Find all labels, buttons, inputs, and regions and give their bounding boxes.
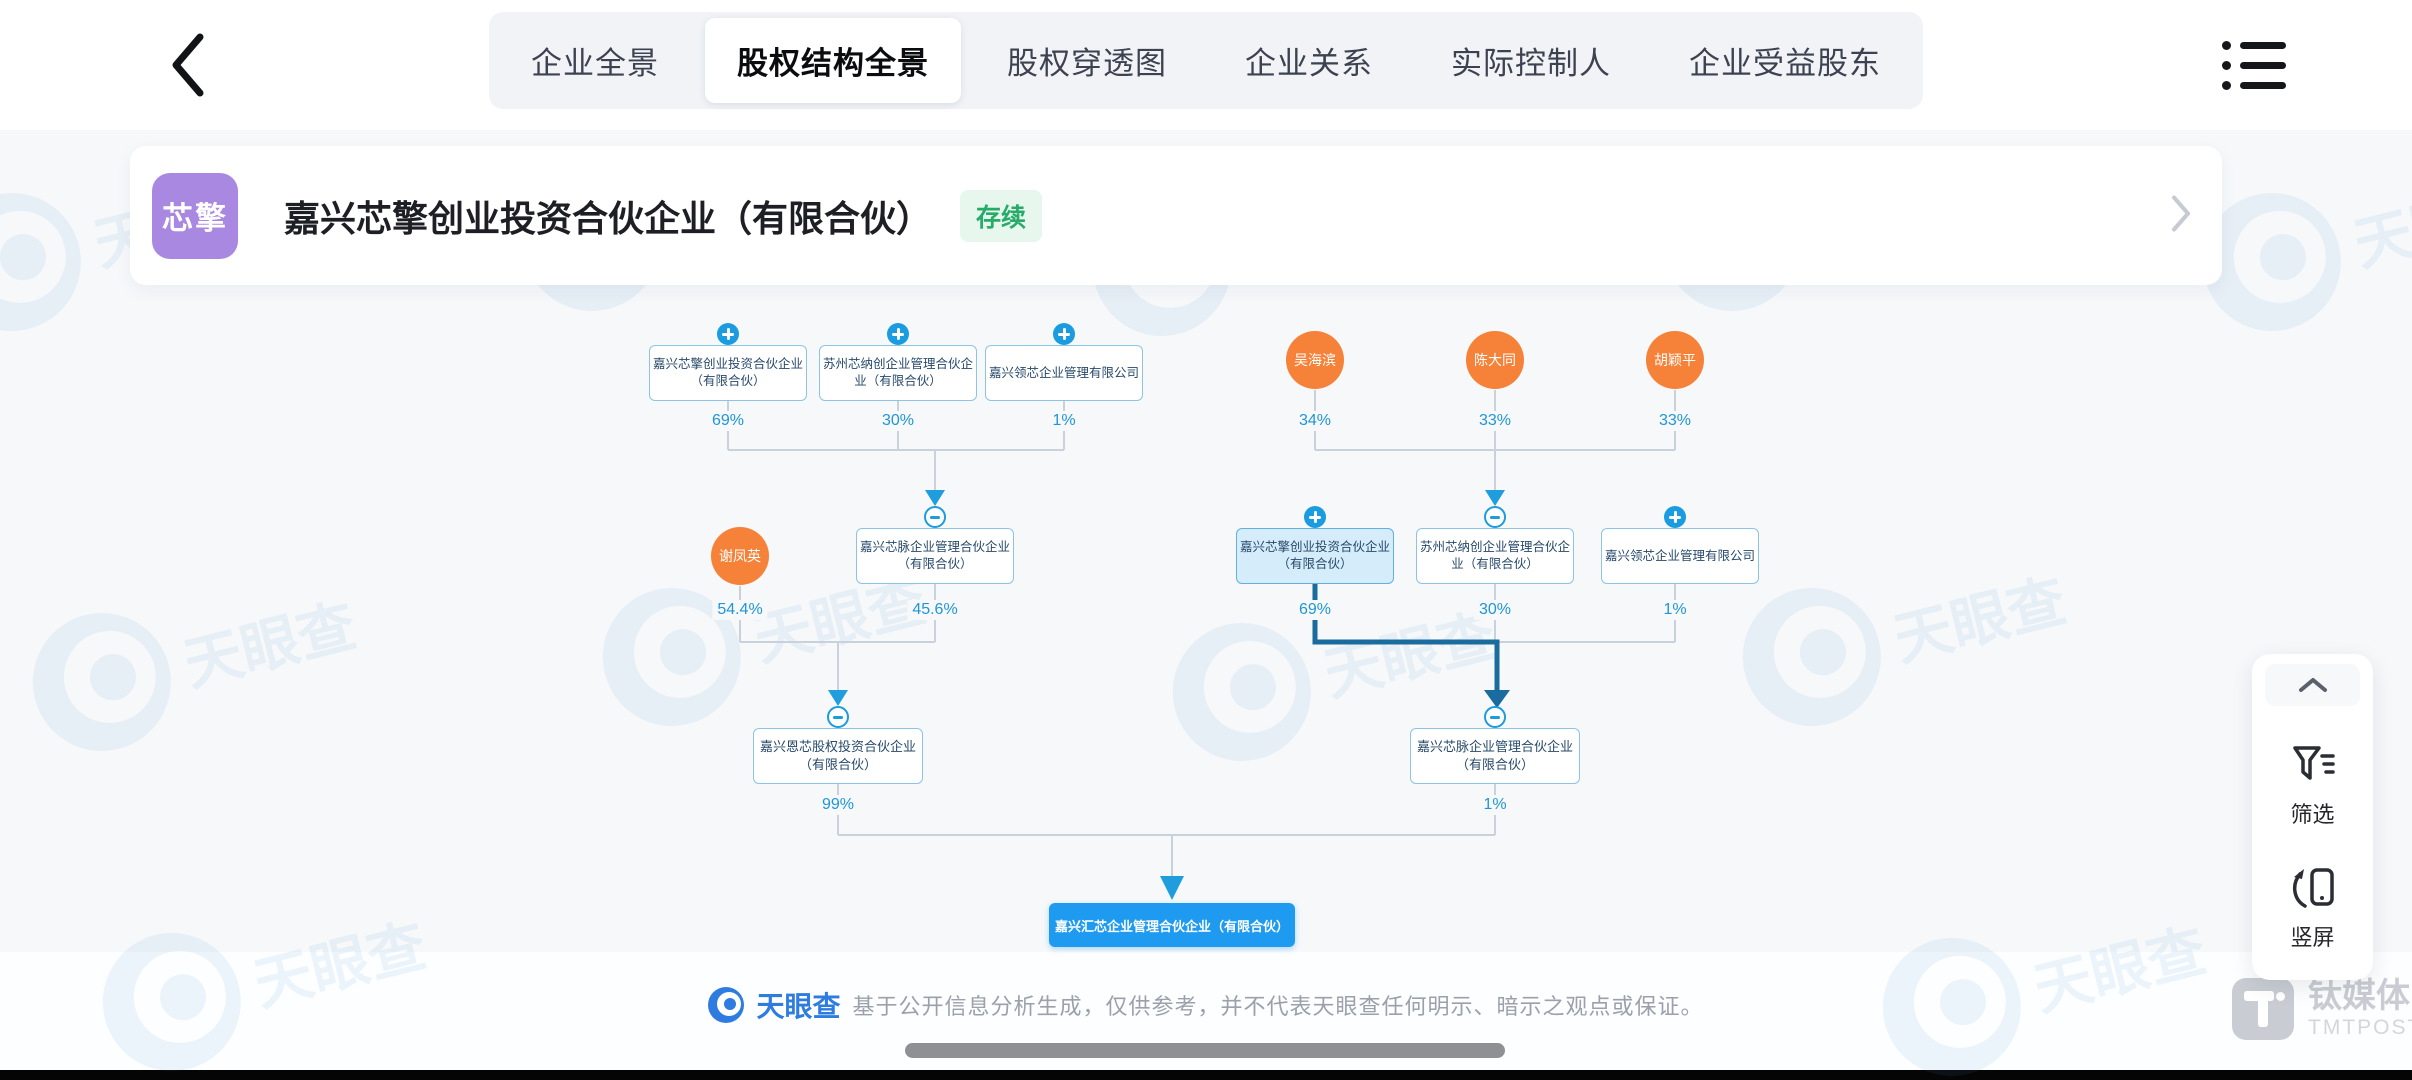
tab-enterprise-overview[interactable]: 企业全景 (531, 46, 659, 81)
expand-icon[interactable] (1304, 506, 1326, 528)
tab-enterprise-relations[interactable]: 企业关系 (1245, 46, 1373, 81)
portrait-label: 竖屏 (2290, 925, 2335, 950)
list-menu-button[interactable] (2222, 36, 2290, 94)
company-name: 嘉兴芯擎创业投资合伙企业（有限合伙） (284, 197, 933, 239)
ownership-percent: 69% (1293, 600, 1337, 620)
tab-bar: 企业全景 股权结构全景 股权穿透图 企业关系 实际控制人 企业受益股东 (489, 12, 1923, 109)
ownership-percent: 45.6% (907, 600, 963, 620)
arrow-down-icon (1160, 876, 1184, 900)
diagram-tools-panel: 筛选 竖屏 (2252, 654, 2373, 980)
person-node[interactable]: 谢凤英 (711, 527, 769, 585)
expand-icon[interactable] (1664, 506, 1686, 528)
rotate-phone-icon (2292, 868, 2334, 908)
filter-label: 筛选 (2290, 802, 2335, 827)
disclaimer-footer: 天眼查 基于公开信息分析生成，仅供参考，并不代表天眼查任何明示、暗示之观点或保证… (0, 985, 2412, 1025)
list-menu-icon (2222, 40, 2290, 50)
company-node-highlighted[interactable]: 嘉兴芯擎创业投资合伙企业（有限合伙） (1236, 528, 1394, 584)
chevron-up-icon (2298, 678, 2327, 692)
arrow-down-icon (925, 490, 945, 506)
list-menu-icon (2222, 60, 2290, 70)
person-node[interactable]: 胡颖平 (1646, 331, 1704, 389)
ownership-percent: 33% (1653, 411, 1697, 431)
person-node[interactable]: 吴海滨 (1286, 331, 1344, 389)
back-chevron-icon (172, 33, 204, 97)
company-node[interactable]: 嘉兴芯脉企业管理合伙企业（有限合伙） (1410, 728, 1580, 784)
company-avatar: 芯擎 (152, 172, 238, 259)
tab-equity-structure[interactable]: 股权结构全景 (705, 18, 961, 103)
footer-disclaimer: 基于公开信息分析生成，仅供参考，并不代表天眼查任何明示、暗示之观点或保证。 (852, 994, 1704, 1019)
ownership-percent: 1% (1658, 600, 1692, 620)
collapse-icon[interactable] (1484, 706, 1506, 728)
tmtpost-watermark: 钛媒体 TMTPOST (2232, 977, 2412, 1040)
company-header-card[interactable]: 芯擎 嘉兴芯擎创业投资合伙企业（有限合伙） 存续 (130, 146, 2222, 285)
ownership-percent: 54.4% (712, 600, 768, 620)
list-menu-icon (2222, 80, 2290, 90)
collapse-icon[interactable] (827, 706, 849, 728)
ownership-percent: 1% (1478, 795, 1512, 815)
ownership-percent: 30% (876, 411, 920, 431)
ownership-percent: 99% (816, 795, 860, 815)
tmtpost-name: 钛媒体 (2308, 977, 2410, 1016)
filter-button[interactable]: 筛选 (2252, 740, 2373, 829)
collapse-panel-button[interactable] (2265, 664, 2360, 706)
tab-actual-controller[interactable]: 实际控制人 (1451, 46, 1611, 81)
arrow-down-icon (1485, 490, 1505, 506)
screen-bottom-edge (0, 1070, 2412, 1080)
top-navigation-bar: 企业全景 股权结构全景 股权穿透图 企业关系 实际控制人 企业受益股东 (0, 0, 2412, 130)
ownership-percent: 33% (1473, 411, 1517, 431)
arrow-down-bold-icon (1484, 690, 1510, 708)
ownership-percent: 1% (1047, 411, 1081, 431)
company-node[interactable]: 嘉兴芯脉企业管理合伙企业（有限合伙） (856, 528, 1014, 584)
expand-icon[interactable] (717, 323, 739, 345)
ownership-percent: 69% (706, 411, 750, 431)
company-node[interactable]: 嘉兴领芯企业管理有限公司 (985, 345, 1143, 401)
company-node[interactable]: 嘉兴领芯企业管理有限公司 (1601, 528, 1759, 584)
back-button[interactable] (158, 32, 218, 98)
tab-beneficial-shareholders[interactable]: 企业受益股东 (1689, 46, 1881, 81)
tmtpost-logo-icon (2232, 978, 2294, 1040)
company-node[interactable]: 苏州芯纳创企业管理合伙企业（有限合伙） (819, 345, 977, 401)
collapse-icon[interactable] (1484, 506, 1506, 528)
filter-funnel-icon (2292, 746, 2335, 780)
expand-icon[interactable] (887, 323, 909, 345)
ownership-percent: 34% (1293, 411, 1337, 431)
collapse-icon[interactable] (924, 506, 946, 528)
tianyancha-logo-icon (708, 987, 745, 1023)
person-node[interactable]: 陈大同 (1466, 331, 1524, 389)
ownership-percent: 30% (1473, 600, 1517, 620)
chevron-right-icon[interactable] (2170, 193, 2192, 238)
horizontal-scrollbar[interactable] (905, 1043, 1505, 1058)
highlighted-ownership-path (1312, 584, 1500, 690)
arrow-down-icon (828, 690, 848, 706)
root-company-node[interactable]: 嘉兴汇芯企业管理合伙企业（有限合伙） (1049, 903, 1295, 947)
tab-equity-penetration[interactable]: 股权穿透图 (1007, 46, 1167, 81)
status-badge: 存续 (960, 189, 1043, 242)
expand-icon[interactable] (1053, 323, 1075, 345)
portrait-mode-button[interactable]: 竖屏 (2252, 863, 2373, 952)
company-node[interactable]: 苏州芯纳创企业管理合伙企业（有限合伙） (1416, 528, 1574, 584)
company-node[interactable]: 嘉兴芯擎创业投资合伙企业（有限合伙） (649, 345, 807, 401)
tmtpost-sub: TMTPOST (2308, 1015, 2412, 1039)
company-node[interactable]: 嘉兴恩芯股权投资合伙企业（有限合伙） (753, 728, 923, 784)
footer-brand: 天眼查 (756, 991, 841, 1022)
